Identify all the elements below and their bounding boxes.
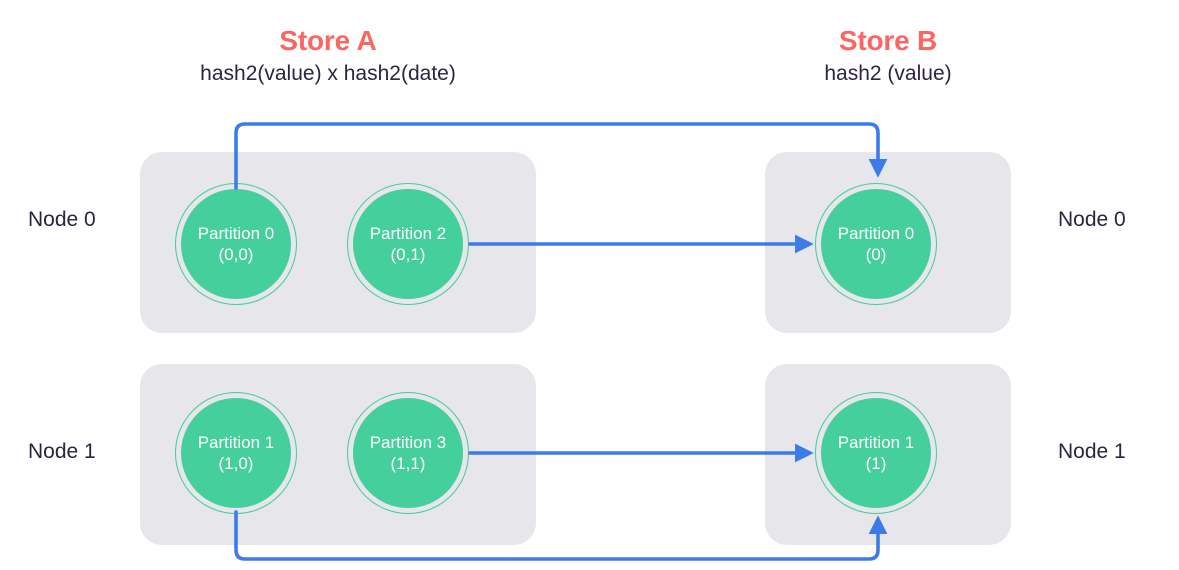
partition-store-a-0-key: (0,0) (218, 245, 254, 264)
partition-store-a-2-key: (0,1) (390, 245, 426, 264)
partition-store-a-3[interactable]: Partition 3 (1,1) (347, 392, 469, 514)
partition-store-b-0-key: (0) (865, 245, 887, 264)
partition-store-a-1[interactable]: Partition 1 (1,0) (175, 392, 297, 514)
partition-store-a-3-body: Partition 3 (1,1) (353, 398, 463, 508)
store-a-header: Store A hash2(value) x hash2(date) (118, 25, 538, 86)
store-b-subtitle: hash2 (value) (824, 62, 952, 86)
partition-store-a-0-body: Partition 0 (0,0) (181, 189, 291, 299)
partition-store-b-0-body: Partition 0 (0) (821, 189, 931, 299)
node-label-right-1: Node 1 (1058, 440, 1126, 463)
partition-store-a-0[interactable]: Partition 0 (0,0) (175, 183, 297, 305)
node-label-left-0: Node 0 (28, 208, 96, 231)
partition-store-a-1-name: Partition 1 (197, 432, 275, 452)
node-label-right-0: Node 0 (1058, 208, 1126, 231)
store-b-title: Store B (838, 25, 938, 56)
partition-store-b-1[interactable]: Partition 1 (1) (815, 392, 937, 514)
store-a-subtitle: hash2(value) x hash2(date) (200, 62, 456, 86)
partition-store-b-0[interactable]: Partition 0 (0) (815, 183, 937, 305)
partition-store-a-1-key: (1,0) (218, 454, 254, 473)
partition-store-b-0-name: Partition 0 (837, 223, 915, 243)
partition-store-a-0-name: Partition 0 (197, 223, 275, 243)
partition-store-a-1-body: Partition 1 (1,0) (181, 398, 291, 508)
partition-store-a-3-key: (1,1) (390, 454, 426, 473)
partition-store-a-3-name: Partition 3 (369, 432, 447, 452)
partition-store-a-2-name: Partition 2 (369, 223, 447, 243)
store-b-header: Store B hash2 (value) (748, 25, 1028, 86)
partition-store-b-1-name: Partition 1 (837, 432, 915, 452)
partition-store-a-2[interactable]: Partition 2 (0,1) (347, 183, 469, 305)
partition-store-b-1-key: (1) (865, 454, 887, 473)
partition-store-b-1-body: Partition 1 (1) (821, 398, 931, 508)
partition-store-a-2-body: Partition 2 (0,1) (353, 189, 463, 299)
node-label-left-1: Node 1 (28, 440, 96, 463)
store-a-title: Store A (279, 25, 377, 56)
